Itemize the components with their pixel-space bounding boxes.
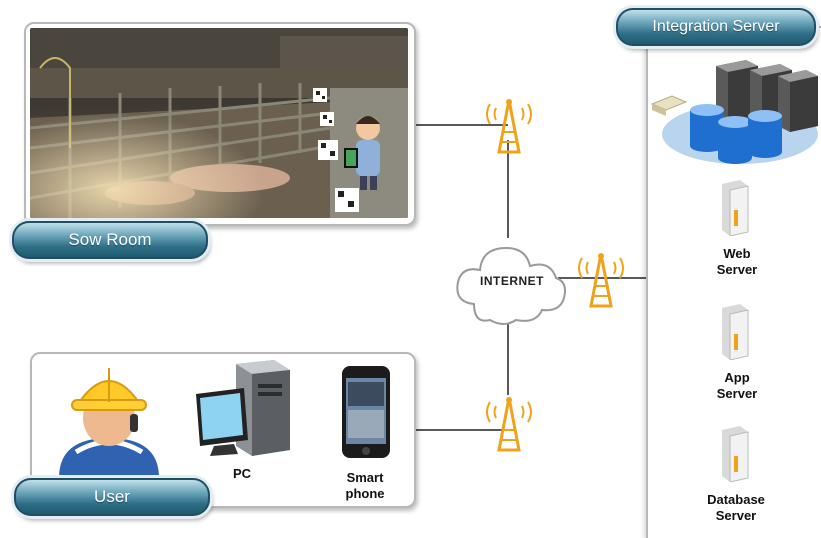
antenna-tower-icon — [576, 250, 626, 313]
app-server-icon — [718, 302, 750, 365]
pc-icon — [188, 358, 298, 463]
web-server-icon — [718, 178, 750, 241]
pc-label: PC — [232, 466, 252, 481]
web-server-label: Web Server — [716, 246, 758, 277]
app-server-label: App Server — [716, 370, 758, 401]
user-label: User — [14, 478, 210, 516]
database-server-label: Database Server — [707, 492, 765, 523]
integration-server-label: Integration Server — [616, 8, 816, 46]
sow-room-label: Sow Room — [12, 221, 208, 259]
internet-label: INTERNET — [480, 274, 544, 288]
smartphone-icon — [340, 364, 392, 465]
database-server-icon — [718, 424, 750, 487]
sow-room-photo — [30, 28, 408, 218]
server-cluster-icon — [650, 56, 820, 173]
antenna-tower-icon — [484, 394, 534, 457]
worker-avatar — [54, 358, 164, 483]
internet-cloud-icon — [452, 234, 566, 331]
smartphone-label: Smart phone — [345, 470, 385, 501]
antenna-tower-icon — [484, 96, 534, 159]
